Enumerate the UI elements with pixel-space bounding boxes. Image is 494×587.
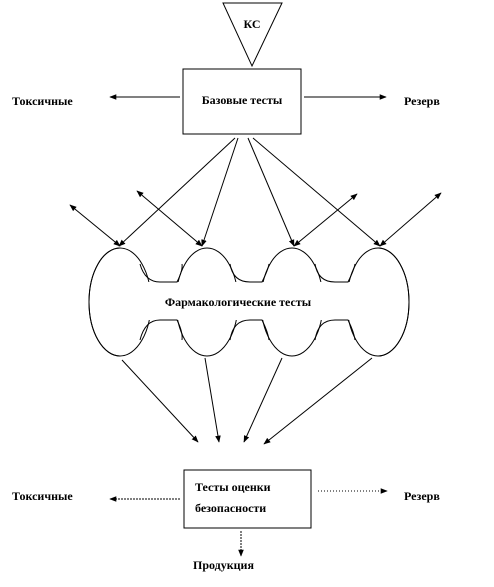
pharma-to-safety-arrows (121, 357, 373, 445)
product-label: Продукция (193, 558, 254, 572)
reserve-label-bottom: Резерв (404, 489, 440, 503)
source-triangle: КС (222, 2, 283, 68)
reserve-label-top: Резерв (404, 94, 440, 108)
base-tests-box: Базовые тесты (182, 68, 302, 135)
base-tests-label: Базовые тесты (202, 93, 283, 107)
pharma-ovals: Фармакологические тесты (88, 247, 410, 357)
base-to-pharma-arrows (118, 137, 381, 247)
safety-tests-box: Тесты оценки безопасности (183, 469, 312, 529)
safety-label-line1: Тесты оценки (195, 480, 271, 494)
safety-label-line2: безопасности (195, 501, 266, 515)
pharma-label: Фармакологические тесты (165, 295, 312, 309)
toxic-label-bottom: Токсичные (12, 489, 73, 503)
toxic-label-top: Токсичные (12, 94, 73, 108)
double-arrows (69, 190, 442, 247)
source-label: КС (243, 17, 260, 31)
